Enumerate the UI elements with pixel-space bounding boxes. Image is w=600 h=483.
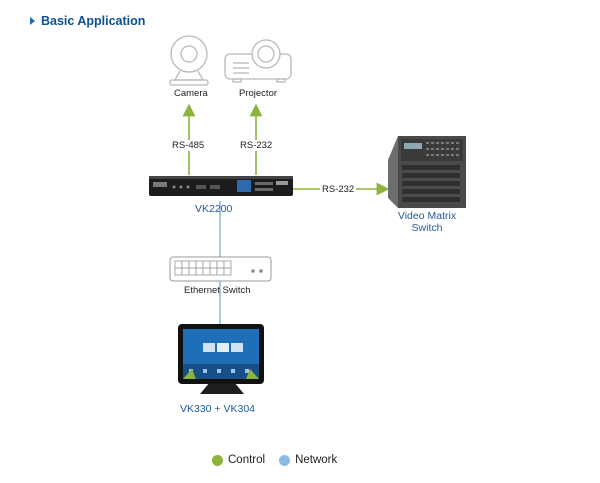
video-matrix-label-line1: Video Matrix [397, 210, 457, 222]
ethernet-switch-icon [169, 256, 272, 282]
touch-panel-label: VK330 + VK304 [180, 403, 256, 415]
rs232-matrix-label: RS-232 [320, 184, 357, 195]
legend-network-label: Network [295, 454, 338, 466]
ethernet-switch-label: Ethernet Switch [184, 285, 251, 296]
touch-panel-icon [178, 324, 264, 394]
legend-control: Control [212, 454, 265, 466]
vk2200-label: VK2200 [195, 203, 233, 215]
section-heading: Basic Application [30, 14, 145, 28]
page-title: Basic Application [41, 14, 146, 28]
camera-label: Camera [174, 88, 208, 99]
legend-network: Network [279, 454, 337, 466]
legend: Control Network [212, 454, 351, 466]
video-matrix-label-line2: Switch [411, 222, 443, 234]
video-matrix-label: Video Matrix Switch [392, 210, 462, 234]
legend-control-label: Control [228, 454, 266, 466]
video-matrix-switch-icon [388, 136, 466, 208]
triangle-bullet-icon [30, 17, 35, 25]
vk2200-device-icon [149, 176, 293, 196]
camera-icon [169, 35, 209, 86]
projector-icon [224, 39, 292, 83]
network-dot-icon [279, 454, 291, 466]
projector-label: Projector [239, 88, 278, 99]
rs232-projector-label: RS-232 [240, 140, 273, 151]
control-dot-icon [212, 454, 223, 466]
rs485-label: RS-485 [172, 140, 205, 151]
